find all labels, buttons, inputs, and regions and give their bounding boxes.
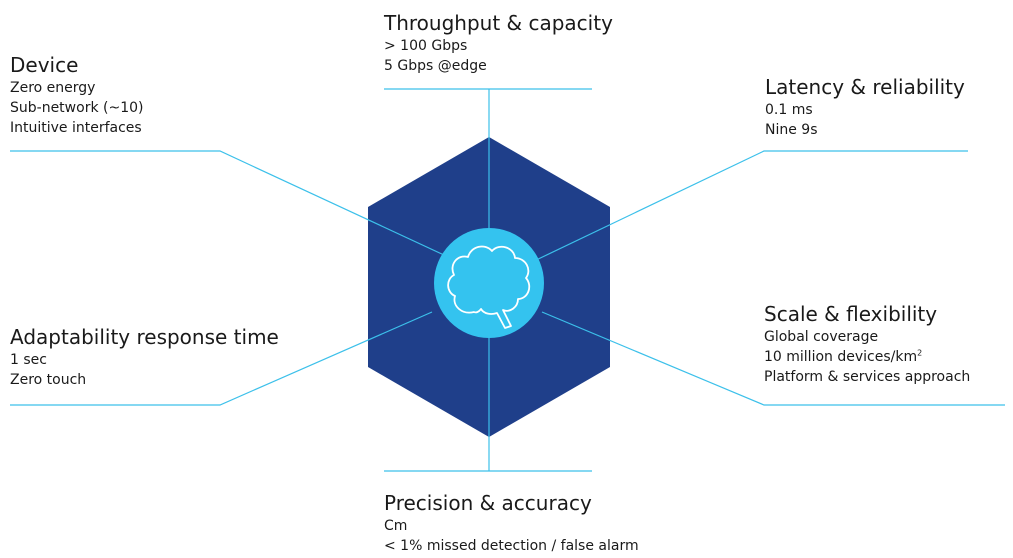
latency-group: Latency & reliability 0.1 ms Nine 9s (765, 74, 965, 140)
precision-group: Precision & accuracy Cm < 1% missed dete… (384, 490, 639, 556)
scale-superscript: 2 (917, 348, 923, 358)
scale-line-2-text: 10 million devices/km (764, 349, 918, 365)
latency-line-1: 0.1 ms (765, 102, 813, 118)
precision-line-1: Cm (384, 518, 408, 534)
throughput-line-2: 5 Gbps @edge (384, 58, 487, 74)
device-group: Device Zero energy Sub-network (~10) Int… (10, 52, 143, 138)
scale-group: Scale & flexibility Global coverage 10 m… (764, 301, 970, 387)
scale-line-2: 10 million devices/km2 (764, 347, 970, 367)
scale-line-1: Global coverage (764, 329, 879, 345)
device-title: Device (10, 53, 79, 77)
connector-device (10, 150, 445, 256)
adaptability-line-2: Zero touch (10, 372, 87, 388)
connector-scale (541, 311, 1005, 406)
latency-line-2: Nine 9s (765, 122, 818, 138)
connector-adapt (10, 311, 433, 406)
device-line-2: Sub-network (~10) (10, 100, 144, 116)
adaptability-group: Adaptability response time 1 sec Zero to… (10, 324, 279, 390)
device-line-1: Zero energy (10, 80, 96, 96)
adaptability-line-1: 1 sec (10, 352, 47, 368)
throughput-group: Throughput & capacity > 100 Gbps 5 Gbps … (384, 10, 613, 76)
center-circle (434, 228, 544, 338)
throughput-line-1: > 100 Gbps (384, 38, 468, 54)
precision-line-2: < 1% missed detection / false alarm (384, 538, 639, 554)
brain-icon (447, 245, 531, 329)
connector-latency (531, 150, 968, 263)
throughput-title: Throughput & capacity (384, 11, 613, 35)
adaptability-title: Adaptability response time (10, 325, 279, 349)
precision-title: Precision & accuracy (384, 491, 592, 515)
latency-title: Latency & reliability (765, 75, 965, 99)
scale-line-3: Platform & services approach (764, 369, 971, 385)
device-line-3: Intuitive interfaces (10, 120, 142, 136)
scale-title: Scale & flexibility (764, 302, 938, 326)
